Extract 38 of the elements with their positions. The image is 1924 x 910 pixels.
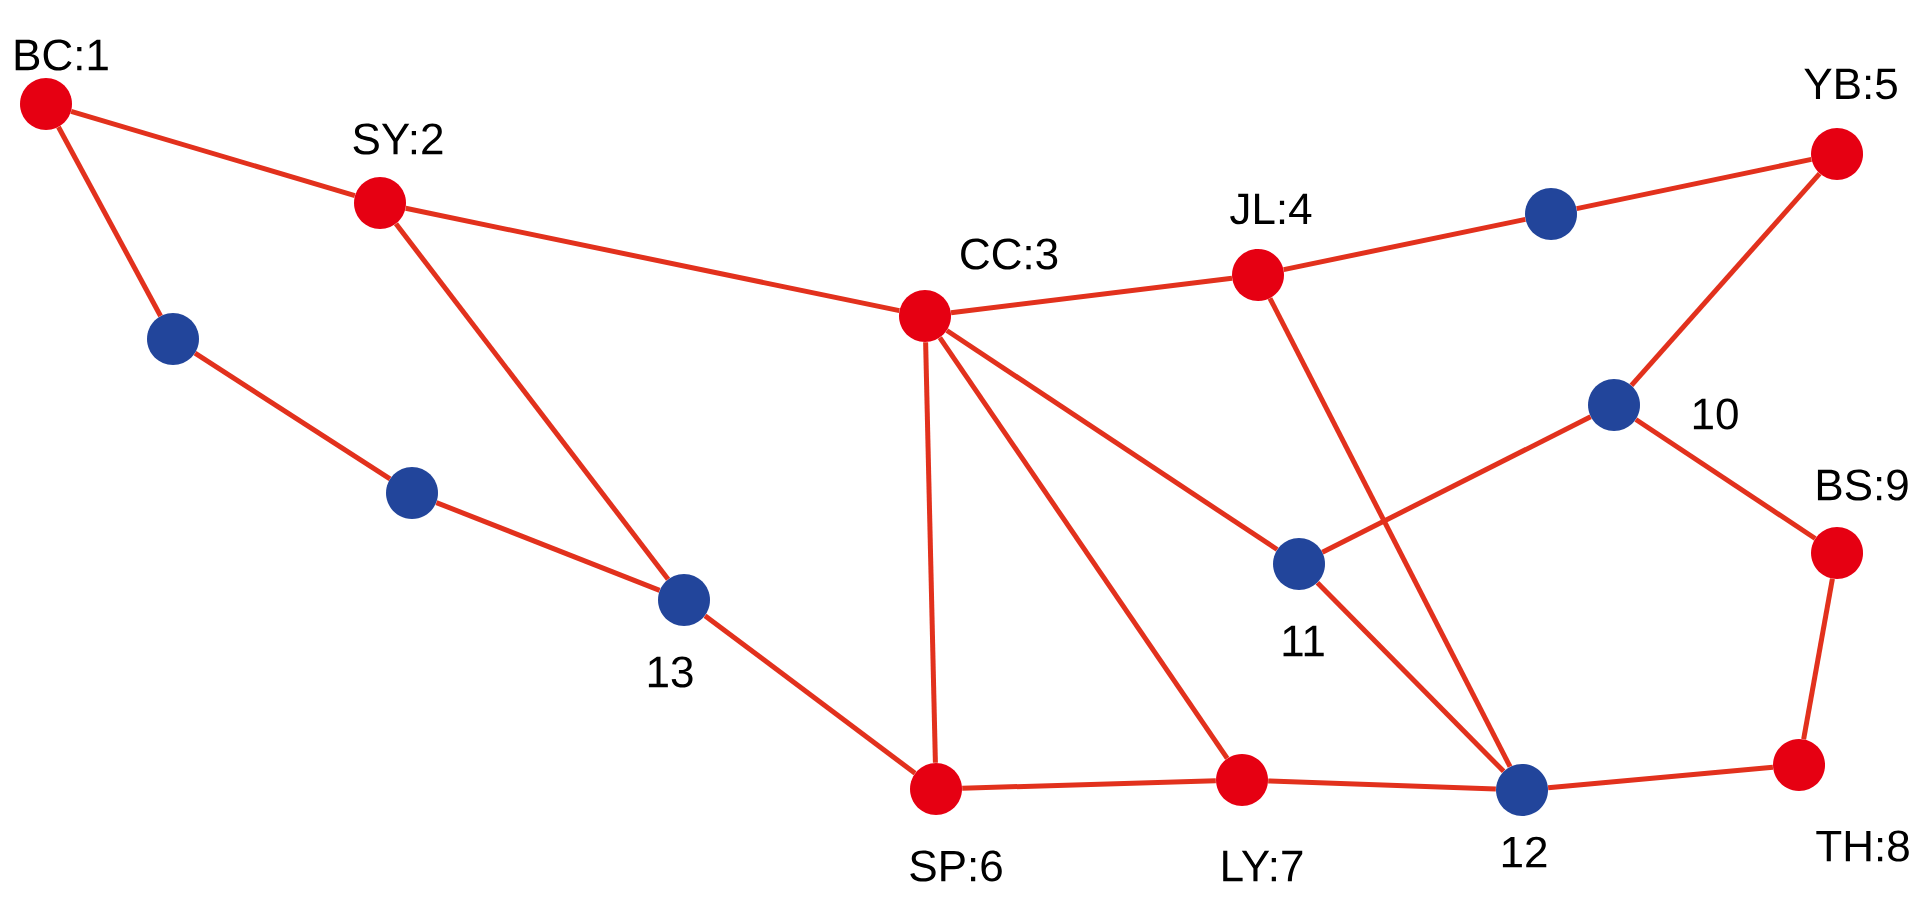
node-label: LY:7 xyxy=(1223,850,1303,882)
connector-line xyxy=(193,351,392,481)
connector-line xyxy=(1576,156,1812,212)
connector-line xyxy=(945,328,1279,552)
node-circle xyxy=(147,313,199,365)
connector-line xyxy=(435,500,661,593)
connector-line xyxy=(405,205,900,314)
connector-line xyxy=(962,778,1216,791)
connector-line xyxy=(950,275,1233,316)
connector-line xyxy=(923,342,938,763)
connector-line xyxy=(1801,578,1835,740)
connector-line xyxy=(1634,417,1817,541)
connector-line xyxy=(70,109,356,198)
connector-line xyxy=(1629,171,1822,388)
connector-line xyxy=(1267,297,1513,768)
connector-line xyxy=(1268,778,1496,792)
node-label: CC:3 xyxy=(961,238,1058,270)
connector-line xyxy=(1321,414,1592,555)
connector-line xyxy=(1547,764,1774,791)
node-label: BS:9 xyxy=(1817,469,1908,501)
node-label: JL:4 xyxy=(1230,193,1312,225)
node-circle xyxy=(386,467,438,519)
connector-line xyxy=(1283,216,1526,273)
connector-line xyxy=(56,125,163,318)
node-label: 10 xyxy=(1693,398,1738,430)
node-label: SP:6 xyxy=(910,850,1002,882)
node-label: BC:1 xyxy=(15,39,108,71)
connector-line xyxy=(393,222,671,581)
connector-line xyxy=(937,336,1230,760)
connector-line xyxy=(1315,580,1506,774)
node-label: 11 xyxy=(1283,625,1324,657)
node-label: SY:2 xyxy=(353,123,443,155)
node-circle xyxy=(1525,188,1577,240)
node-label: TH:8 xyxy=(1816,830,1909,862)
connector-line xyxy=(703,613,917,776)
node-label: 12 xyxy=(1502,836,1547,868)
node-label: YB:5 xyxy=(1804,68,1897,100)
node-label: 13 xyxy=(648,656,693,688)
